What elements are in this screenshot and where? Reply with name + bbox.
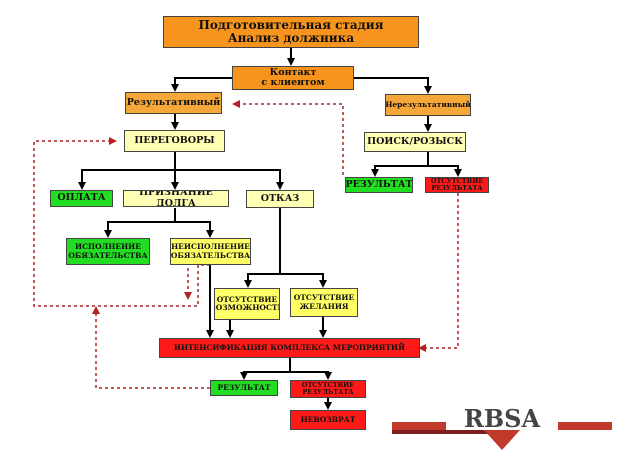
node-no-possibility: ОТСУТСТВИЕ ВОЗМОЖНОСТИ (214, 288, 280, 320)
dashed-bottom-loop (92, 306, 210, 389)
node-fulfillment: ИСПОЛНЕНИЕ ОБЯЗАТЕЛЬСТВА (66, 238, 150, 265)
arrow-recog-fulfill (104, 208, 176, 238)
dashed-loop-to-negotiations (33, 137, 210, 307)
arrow-refusal-nodesire (280, 273, 327, 288)
arrow-intens-result (240, 371, 290, 380)
node-refusal: ОТКАЗ (246, 190, 314, 208)
node-no-result-right: ОТСУТСТВИЕ РЕЗУЛЬТАТА (425, 177, 489, 193)
node-intensification: ИНТЕНСИФИКАЦИЯ КОМПЛЕКСА МЕРОПРИЯТИЙ (159, 338, 420, 358)
arrow-contact-ineffective (354, 77, 432, 94)
node-debt-recognition: ПРИЗНАНИЕ ДОЛГА (123, 190, 229, 207)
dashed-result-to-effective (232, 100, 344, 175)
node-contact: Контакт с клиентом (232, 66, 354, 90)
node-ineffective: Нерезультативный (385, 94, 471, 116)
arrow-neg-refusal (175, 169, 284, 190)
rbsa-logo: RBSA (392, 404, 612, 450)
node-write-off: НЕВОЗВРАТ (290, 410, 366, 430)
dashed-noresult-to-intens (418, 193, 459, 352)
node-no-desire: ОТСУТСТВИЕ ЖЕЛАНИЯ (290, 288, 358, 317)
node-result-right: РЕЗУЛЬТАТ (345, 177, 413, 193)
logo-text: RBSA (464, 404, 541, 433)
arrow-contact-effective (171, 77, 232, 92)
arrow-neg-payment (78, 152, 176, 190)
node-negotiations: ПЕРЕГОВОРЫ (124, 130, 225, 152)
node-result-bottom: РЕЗУЛЬТАТ (210, 380, 278, 396)
arrow-intens-noresult (290, 371, 332, 380)
arrow-search-noresult (428, 165, 462, 177)
node-preparation-stage: Подготовительная стадия Анализ должника (163, 16, 419, 48)
arrow-refusal-nopossibility (244, 273, 280, 288)
node-effective: Результативный (125, 92, 222, 114)
node-search: ПОИСК/РОЗЫСК (364, 132, 466, 152)
node-no-result-bottom: ОТСУТСТВИЕ РЕЗУЛЬТАТА (290, 380, 366, 398)
node-payment: ОПЛАТА (50, 190, 113, 207)
arrow-search-result (371, 152, 429, 177)
arrow-recog-nonfulfill (175, 221, 214, 238)
node-non-fulfillment: НЕИСПОЛНЕНИЕ ОБЯЗАТЕЛЬСТВА (170, 238, 251, 265)
